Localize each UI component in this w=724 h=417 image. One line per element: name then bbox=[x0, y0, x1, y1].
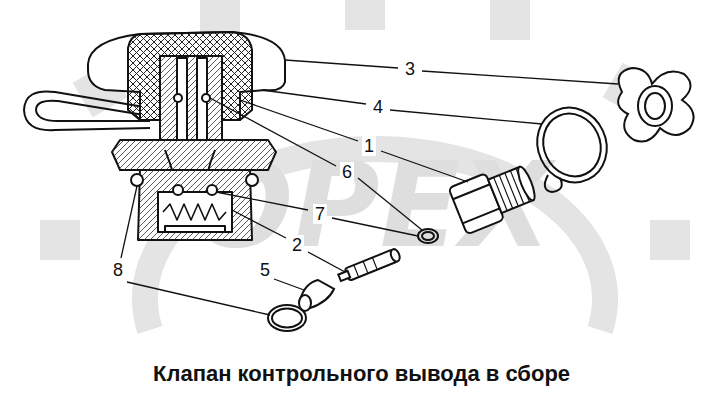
sealing-ring bbox=[272, 309, 302, 328]
callout-number: 8 bbox=[111, 260, 125, 280]
o-ring bbox=[418, 229, 438, 243]
o-ring-section bbox=[174, 94, 182, 102]
leader-line bbox=[308, 252, 345, 272]
threaded-fitting bbox=[448, 159, 540, 235]
callout-number: 1 bbox=[362, 136, 376, 156]
leader-line bbox=[262, 90, 366, 104]
callout-number: 4 bbox=[371, 97, 385, 117]
leader-line bbox=[381, 151, 468, 182]
leader-line bbox=[358, 178, 422, 230]
wing-nut bbox=[618, 68, 693, 142]
leader-line bbox=[127, 282, 270, 315]
lower-body bbox=[138, 170, 252, 240]
leader-line bbox=[332, 218, 418, 236]
valve-chamber bbox=[158, 192, 232, 232]
leader-line bbox=[232, 210, 286, 238]
valve-section bbox=[24, 32, 285, 240]
leader-line bbox=[216, 192, 308, 210]
o-ring-section bbox=[202, 94, 210, 102]
leader-line bbox=[121, 186, 137, 258]
o-ring-section bbox=[207, 185, 217, 195]
valve-stem bbox=[337, 248, 401, 284]
seal-ring-section bbox=[131, 174, 143, 186]
leader-line bbox=[422, 71, 618, 84]
callout-number: 7 bbox=[313, 204, 327, 224]
leader-line bbox=[390, 110, 542, 124]
callout-number: 6 bbox=[340, 162, 354, 182]
caption: Клапан контрольного вывода в сборе bbox=[153, 363, 570, 385]
o-ring-section bbox=[173, 185, 183, 195]
leader-line bbox=[274, 279, 304, 290]
leader-line bbox=[240, 100, 358, 141]
callout-number: 3 bbox=[403, 59, 417, 79]
callout-number: 5 bbox=[258, 260, 272, 280]
sealing-ring bbox=[268, 305, 306, 331]
callout-number: 2 bbox=[290, 235, 304, 255]
leader-line bbox=[210, 98, 336, 166]
exploded-parts bbox=[268, 68, 694, 331]
hex-flange bbox=[112, 140, 276, 170]
retaining-ring bbox=[525, 96, 619, 194]
seal-ring-section bbox=[246, 174, 258, 186]
stem bbox=[160, 56, 222, 148]
valve-seat bbox=[165, 226, 225, 232]
spring bbox=[163, 204, 226, 220]
cone-seal bbox=[299, 280, 334, 311]
leader-line bbox=[285, 60, 398, 68]
leader-lines bbox=[121, 60, 618, 315]
o-ring bbox=[422, 232, 434, 240]
